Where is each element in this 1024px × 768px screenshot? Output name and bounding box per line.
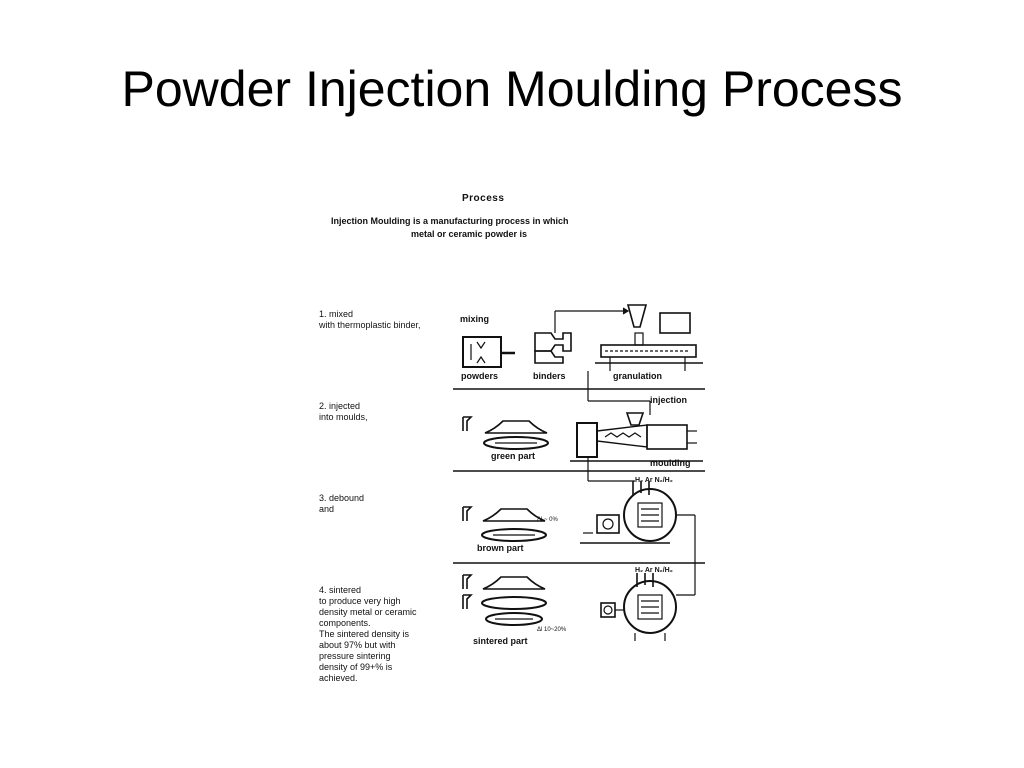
sinter-furnace-icon [600, 573, 695, 641]
label-granulation: granulation [613, 371, 662, 381]
binders-mixer-icon [534, 307, 630, 364]
step-4-text: 4. sintered to produce very high density… [319, 585, 417, 683]
process-figure: Process Injection Moulding is a manufact… [305, 185, 710, 695]
brown-part-icon [462, 506, 547, 542]
label-moulding: moulding [650, 458, 691, 468]
step-2-text: 2. injected into moulds, [319, 401, 368, 422]
green-part-icon [462, 416, 549, 450]
label-powders: powders [461, 371, 499, 381]
process-heading: Process [462, 193, 505, 204]
label-gas-sinter: H₂ Ar N₂/H₂ [635, 567, 673, 574]
slide-title: Powder Injection Moulding Process [121, 61, 903, 117]
label-shrink-debound: Δl ~ 0% [537, 517, 558, 523]
label-green-part: green part [491, 451, 536, 461]
sintered-part-icon [462, 574, 547, 626]
powders-mixer-icon [462, 336, 515, 368]
label-gas-debound: H₂ Ar N₂/H₂ [635, 477, 673, 484]
label-brown-part: brown part [477, 543, 524, 553]
process-diagram-drawing [453, 304, 705, 641]
intro-line-2: metal or ceramic powder is [411, 229, 528, 239]
label-sintered-part: sintered part [473, 636, 528, 646]
label-shrink-sinter: Δl 10~20% [537, 627, 567, 633]
step-1-text: 1. mixed with thermoplastic binder, [319, 309, 421, 330]
debound-furnace-icon [580, 481, 696, 595]
step-3-text: 3. debound and [319, 493, 365, 514]
intro-line-1: Injection Moulding is a manufacturing pr… [331, 216, 569, 226]
moulding-machine-icon [570, 412, 703, 462]
label-injection: injection [650, 395, 688, 405]
granulation-machine-icon [595, 304, 703, 371]
label-mixing: mixing [460, 314, 490, 324]
label-binders: binders [533, 371, 566, 381]
